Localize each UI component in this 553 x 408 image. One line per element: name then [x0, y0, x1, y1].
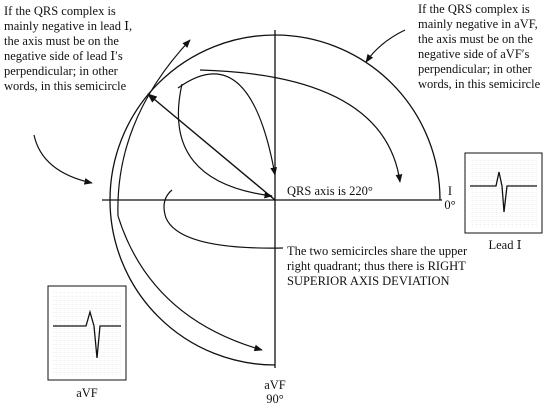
- lead-i-rule-line-4: negative side of lead Ⅰ′s: [4, 49, 123, 63]
- avf-axis-degrees: 90°: [266, 392, 284, 406]
- conclusion-pointer: [163, 189, 284, 249]
- avf-strip-caption: aVF: [76, 386, 98, 400]
- lens-upper-arc: [177, 73, 277, 176]
- lead-i-ecg-strip: [464, 152, 543, 234]
- axis-circle-arc: [109, 34, 441, 366]
- lead-i-strip-caption: Lead Ⅰ: [488, 238, 522, 252]
- conclusion-line-2: right quadrant; thus there is RIGHT: [287, 259, 466, 273]
- avf-ecg-strip: [47, 285, 127, 381]
- lead-i-pointer-arrow: [33, 134, 93, 185]
- lead-i-rule-text: If the QRS complex is mainly negative in…: [4, 4, 132, 94]
- lead-i-semicircle-arrow-lower: [117, 215, 263, 352]
- qrs-axis-label: QRS axis is 220°: [287, 184, 373, 198]
- conclusion-text: The two semicircles share the upper righ…: [287, 244, 467, 289]
- avf-rule-line-5: perpendicular; in other: [418, 62, 532, 76]
- avf-semicircle-arrow: [199, 69, 403, 183]
- avf-qrs-trace: [53, 309, 121, 359]
- avf-rule-line-2: mainly negative in aVF,: [418, 17, 538, 31]
- lead-i-axis-degrees: 0°: [444, 198, 456, 212]
- lead-i-rule-line-5: perpendicular; in other: [4, 64, 118, 78]
- lens-lower-arc: [177, 83, 273, 199]
- avf-rule-line-4: negative side of aVF′s: [418, 47, 530, 61]
- avf-rule-text: If the QRS complex is mainly negative in…: [418, 2, 540, 92]
- avf-rule-line-6: words, in this semicircle: [418, 77, 541, 91]
- avf-pointer-arrow: [365, 29, 406, 63]
- lead-i-rule-line-2: mainly negative in lead Ⅰ,: [4, 19, 133, 33]
- lead-i-semicircle-arrow: [117, 39, 191, 217]
- lead-i-qrs-trace: [470, 171, 537, 213]
- lead-i-axis-name: I: [447, 184, 453, 198]
- conclusion-line-1: The two semicircles share the upper: [287, 244, 468, 258]
- avf-rule-line-1: If the QRS complex is: [418, 2, 530, 16]
- avf-rule-line-3: the axis must be on the: [418, 32, 533, 46]
- qrs-axis-vector: [147, 93, 276, 201]
- lead-i-rule-line-1: If the QRS complex is: [4, 4, 116, 18]
- lead-i-rule-line-6: words, in this semicircle: [4, 79, 127, 93]
- lead-i-rule-line-3: the axis must be on the: [4, 34, 119, 48]
- conclusion-line-3: SUPERIOR AXIS DEVIATION: [287, 274, 450, 288]
- avf-axis-name: aVF: [264, 378, 286, 392]
